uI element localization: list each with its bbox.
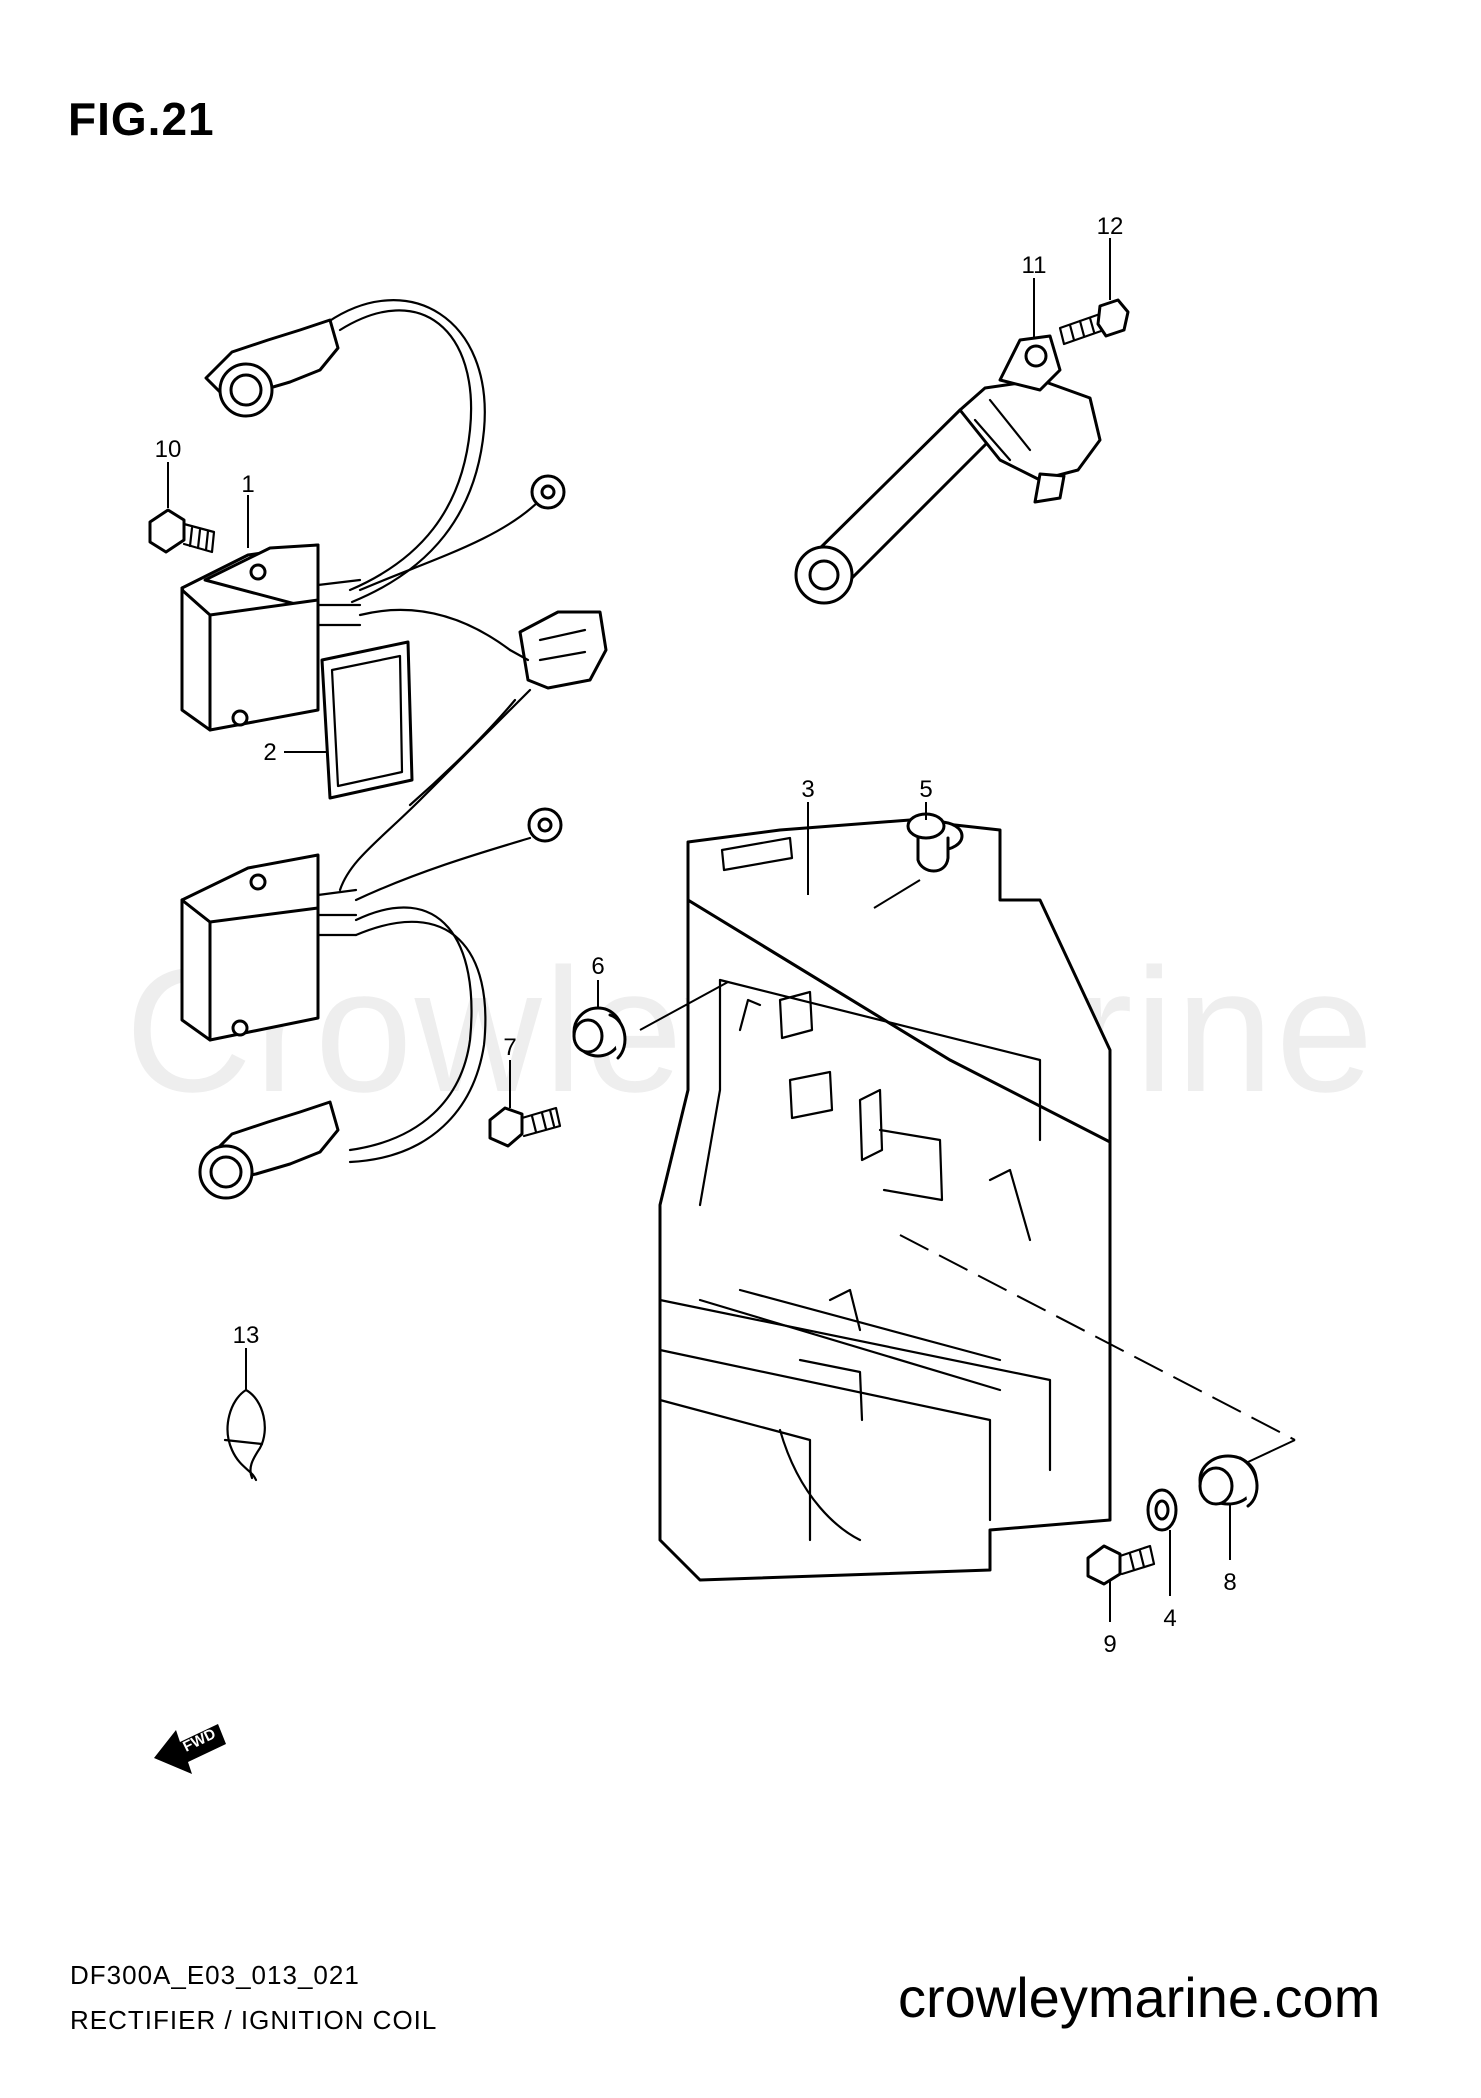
rectifier-upper[interactable] — [180, 299, 566, 732]
callout-11: 11 — [1022, 252, 1047, 279]
grommet-6[interactable] — [572, 1006, 627, 1060]
callout-labels: 1 2 3 4 5 6 7 8 9 10 11 12 13 — [155, 213, 1237, 1658]
bolt-10[interactable] — [148, 508, 216, 554]
callout-7: 7 — [503, 1034, 516, 1061]
coupler-connector[interactable] — [338, 610, 608, 892]
bolt-7[interactable] — [488, 1106, 562, 1148]
bolt-9[interactable] — [1086, 1544, 1156, 1586]
diagram-code: DF300A_E03_013_021 — [70, 1960, 360, 1990]
callout-3: 3 — [801, 776, 814, 803]
rectifier-lower[interactable] — [180, 807, 563, 1200]
washer-4[interactable] — [1146, 1488, 1178, 1532]
callout-4: 4 — [1163, 1605, 1176, 1632]
grommet-8[interactable] — [1198, 1454, 1259, 1508]
ignition-coil[interactable] — [794, 334, 1102, 605]
forward-arrow-icon: FWD — [154, 1724, 226, 1774]
figure-title: FIG.21 — [68, 93, 215, 145]
diagram-caption: RECTIFIER / IGNITION COIL — [70, 2005, 438, 2035]
callout-12: 12 — [1097, 213, 1124, 240]
callout-1: 1 — [241, 471, 254, 498]
callout-6: 6 — [591, 953, 604, 980]
callout-10: 10 — [155, 436, 182, 463]
gasket-plate[interactable] — [320, 640, 414, 800]
website-link[interactable]: crowleymarine.com — [898, 1966, 1381, 2029]
callout-5: 5 — [919, 776, 932, 803]
callout-2: 2 — [263, 739, 276, 766]
rectifier-bracket[interactable] — [658, 818, 1112, 1582]
callout-13: 13 — [233, 1322, 260, 1349]
grommet-5[interactable] — [906, 812, 964, 873]
callout-9: 9 — [1103, 1631, 1116, 1658]
leader-lines — [167, 238, 1296, 1622]
bolt-12[interactable] — [1058, 298, 1130, 346]
clamp-13[interactable] — [223, 1388, 266, 1482]
callout-8: 8 — [1223, 1569, 1236, 1596]
